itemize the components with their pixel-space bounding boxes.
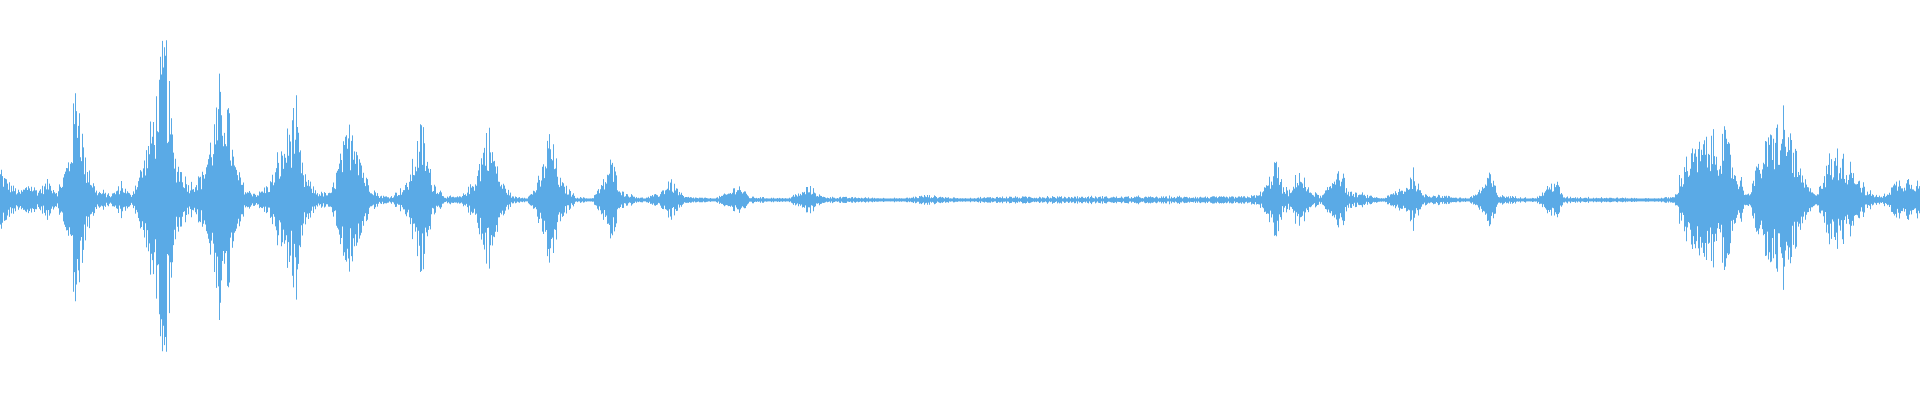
waveform-bars	[0, 40, 1920, 352]
waveform-path	[0, 40, 1920, 352]
